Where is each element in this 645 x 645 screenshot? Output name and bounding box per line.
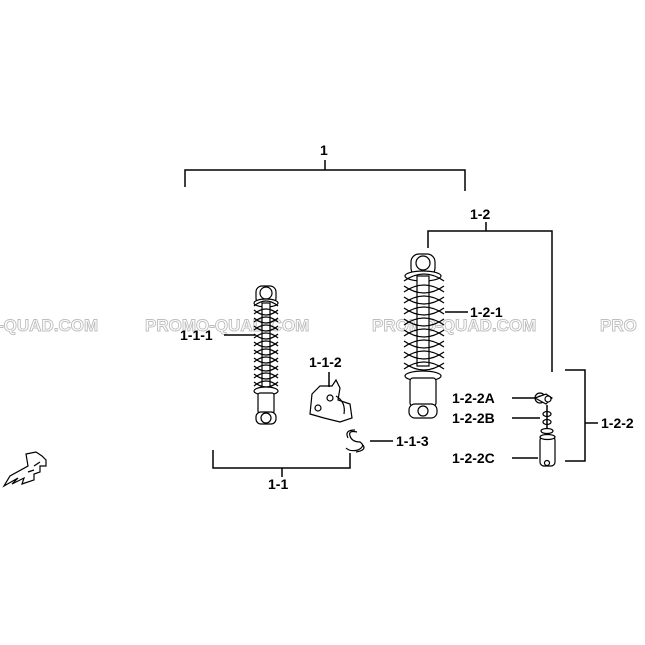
watermark: -QUAD.COM PROMO-QUAD.COM PROMO-QUAD.COM … [0,316,637,336]
front-shock-absorber [253,285,279,425]
callout-1-1-3[interactable]: 1-1-3 [396,433,429,449]
front-arrow-icon [2,451,47,488]
part-1-2-2a [533,392,553,405]
part-1-2-2b [540,405,554,435]
assembly-bracket [184,160,466,191]
callout-1-1-2[interactable]: 1-1-2 [309,354,342,370]
callout-1-2-2c[interactable]: 1-2-2C [452,450,495,466]
watermark-text: PROMO-QUAD.COM [145,316,309,335]
callout-1[interactable]: 1 [320,142,328,158]
callout-1-1-1[interactable]: 1-1-1 [180,327,213,343]
watermark-text: -QUAD.COM [0,316,98,335]
callout-1-2-1[interactable]: 1-2-1 [470,304,503,320]
rear-group-bracket [427,222,553,372]
sub-group-bracket [565,369,598,462]
front-group-bracket [212,450,351,477]
callout-1-1[interactable]: 1-1 [268,476,288,492]
callout-1-2-2b[interactable]: 1-2-2B [452,410,495,426]
shock-bracket [309,378,353,423]
callout-1-2[interactable]: 1-2 [470,206,490,222]
part-1-2-2c [539,433,556,467]
watermark-text: PRO [600,316,637,335]
callout-1-2-2[interactable]: 1-2-2 [601,415,634,431]
rear-shock-absorber [403,253,445,419]
spring-clip [345,429,365,453]
callout-1-2-2a[interactable]: 1-2-2A [452,390,495,406]
watermark-text: PROMO-QUAD.COM [372,316,536,335]
